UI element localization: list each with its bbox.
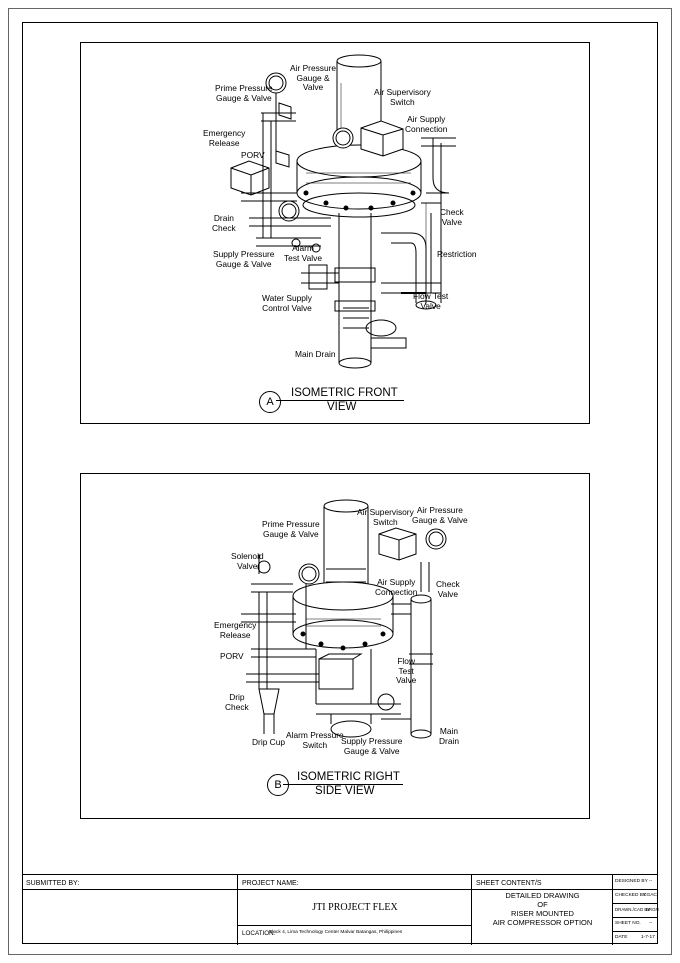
label-flow-test-valve: Flow Test Valve: [413, 291, 449, 311]
label-air-supply-connection: Air Supply Connection: [405, 114, 448, 134]
label-supply-pressure-gauge: Supply Pressure Gauge & Valve: [213, 249, 275, 269]
row-date: DATE 1-7-17: [613, 931, 658, 945]
project-name-cell: PROJECT NAME: JTI PROJECT FLEX LOCATION:…: [238, 875, 472, 945]
view-a-title-rule: [276, 400, 404, 401]
row-designed-by: DESIGNED BY --: [613, 875, 658, 890]
label-b-air-pressure-gauge: Air Pressure Gauge & Valve: [412, 505, 468, 525]
label-b-drip-check: Drip Check: [225, 692, 249, 712]
project-name-label: PROJECT NAME:: [242, 880, 299, 887]
row-checked-by: CHECKED BY CGAC: [613, 889, 658, 904]
location-value: Block 4, Lima Technology Center Malvar B…: [269, 930, 403, 935]
submitted-by-label: SUBMITTED BY:: [26, 880, 80, 887]
row-checked-by-value: CGAC: [643, 893, 657, 898]
label-alarm-test-valve: Alarm Test Valve: [284, 243, 323, 263]
view-b-title-line2: SIDE VIEW: [315, 785, 375, 797]
label-b-air-supply-connection: Air Supply Connection: [375, 577, 418, 597]
label-b-supply-pressure-gauge: Supply Pressure Gauge & Valve: [341, 736, 403, 756]
drawing-sheet: [22, 22, 658, 944]
view-a-title-line1: ISOMETRIC FRONT: [291, 387, 398, 399]
row-designed-by-value: --: [649, 879, 653, 884]
submitted-by-cell: SUBMITTED BY:: [22, 875, 238, 945]
location-label: LOCATION:: [242, 930, 276, 937]
label-check-valve: Check Valve: [440, 207, 464, 227]
label-b-air-supervisory-switch: Air Supervisory Switch: [357, 507, 414, 527]
label-emergency-release: Emergency Release: [203, 128, 246, 148]
title-block-rows: DESIGNED BY -- CHECKED BY CGAC DRAWN./CA…: [613, 875, 659, 945]
label-main-drain: Main Drain: [295, 349, 336, 359]
label-b-flow-test-valve: Flow Test Valve: [396, 656, 417, 685]
label-porv: PORV: [241, 150, 265, 160]
label-prime-pressure-gauge: Prime Pressure Gauge & Valve: [215, 83, 273, 103]
label-b-check-valve: Check Valve: [436, 579, 460, 599]
sheet-content-value: DETAILED DRAWING OF RISER MOUNTED AIR CO…: [492, 891, 593, 927]
sheet-content-cell: SHEET CONTENT/S DETAILED DRAWING OF RISE…: [472, 875, 613, 945]
label-b-alarm-pressure-switch: Alarm Pressure Switch: [286, 730, 344, 750]
sheet-content-label: SHEET CONTENT/S: [476, 880, 542, 887]
row-drawn-by-value: BRGN: [646, 907, 659, 912]
label-drain-check: Drain Check: [212, 213, 236, 233]
row-designed-by-label: DESIGNED BY: [615, 879, 648, 884]
row-checked-by-label: CHECKED BY: [615, 893, 647, 898]
label-b-main-drain: Main Drain: [439, 726, 460, 746]
row-sheet-no-label: SHEET NO.: [615, 921, 641, 926]
view-a-panel: A ISOMETRIC FRONT VIEW: [80, 42, 590, 424]
view-a-title-line2: VIEW: [327, 401, 357, 413]
view-b-riser-drawing: [241, 499, 447, 739]
label-b-solenoid-valve: Solenoid Valve: [231, 551, 264, 571]
view-b-panel: B ISOMETRIC RIGHT SIDE VIEW: [80, 473, 590, 819]
row-date-label: DATE: [615, 935, 628, 940]
view-a-riser-drawing: [230, 54, 456, 369]
row-drawn-by-label: DRAWN./CAD BY: [615, 907, 651, 912]
view-a-letter-circle: A: [259, 391, 281, 413]
title-block: SUBMITTED BY: PROJECT NAME: JTI PROJECT …: [22, 874, 659, 945]
label-b-emergency-release: Emergency Release: [214, 620, 257, 640]
outer-border: [8, 8, 672, 955]
view-b-title-line1: ISOMETRIC RIGHT: [297, 771, 400, 783]
row-sheet-no: SHEET NO. --: [613, 917, 658, 932]
row-drawn-by: DRAWN./CAD BY BRGN: [613, 903, 659, 918]
row-date-value: 1-7-17: [641, 935, 655, 940]
label-air-supervisory-switch: Air Supervisory Switch: [374, 87, 431, 107]
label-restriction: Restriction: [437, 249, 477, 259]
project-name-value: JTI PROJECT FLEX: [312, 902, 398, 913]
label-air-pressure-gauge: Air Pressure Gauge & Valve: [290, 63, 337, 92]
label-b-drip-cup: Drip Cup: [252, 737, 286, 747]
label-water-supply-control-valve: Water Supply Control Valve: [262, 293, 312, 313]
view-b-letter-circle: B: [267, 774, 289, 796]
view-b-title-rule: [283, 784, 403, 785]
label-b-prime-pressure-gauge: Prime Pressure Gauge & Valve: [262, 519, 320, 539]
row-sheet-no-value: --: [649, 921, 653, 926]
label-b-porv: PORV: [220, 651, 244, 661]
